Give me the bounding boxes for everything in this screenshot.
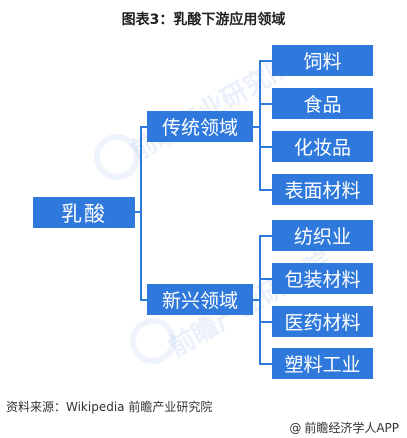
connector-trunk — [140, 126, 142, 300]
node-leaf: 纺织业 — [272, 220, 373, 251]
node-leaf: 表面材料 — [272, 174, 373, 205]
node-leaf: 化妆品 — [272, 131, 373, 162]
node-leaf: 包装材料 — [272, 263, 373, 294]
connector-mid-2 — [253, 299, 260, 301]
connector-leaf — [259, 363, 272, 365]
brand-credit: @ 前瞻经济学人APP — [289, 419, 399, 436]
node-emerging-field: 新兴领域 — [147, 284, 253, 315]
page-title: 图表3：乳酸下游应用领域 — [121, 12, 286, 28]
connector-spine-2 — [259, 235, 261, 364]
brand-label: 前瞻经济学人APP — [304, 421, 399, 435]
connector-leaf — [259, 146, 272, 148]
node-leaf: 医药材料 — [272, 306, 373, 337]
connector-leaf — [259, 60, 272, 62]
node-traditional-field: 传统领域 — [147, 111, 253, 142]
connector-leaf — [259, 321, 272, 323]
connector-leaf — [259, 278, 272, 280]
source-note: 资料来源：Wikipedia 前瞻产业研究院 — [6, 400, 213, 414]
connector-leaf — [259, 103, 272, 105]
connector-root — [135, 211, 141, 213]
node-leaf: 塑料工业 — [272, 348, 373, 379]
connector-leaf — [259, 235, 272, 237]
connector-branch-2 — [140, 299, 147, 301]
connector-spine-1 — [259, 60, 261, 190]
at-icon: @ — [289, 420, 302, 435]
node-root: 乳酸 — [33, 197, 135, 228]
node-leaf: 食品 — [272, 88, 373, 119]
connector-branch-1 — [140, 126, 147, 128]
connector-mid-1 — [253, 126, 260, 128]
node-leaf: 饲料 — [272, 45, 373, 76]
connector-leaf — [259, 189, 272, 191]
watermark-logo-icon — [94, 134, 140, 180]
watermark-logo-icon — [130, 318, 176, 364]
